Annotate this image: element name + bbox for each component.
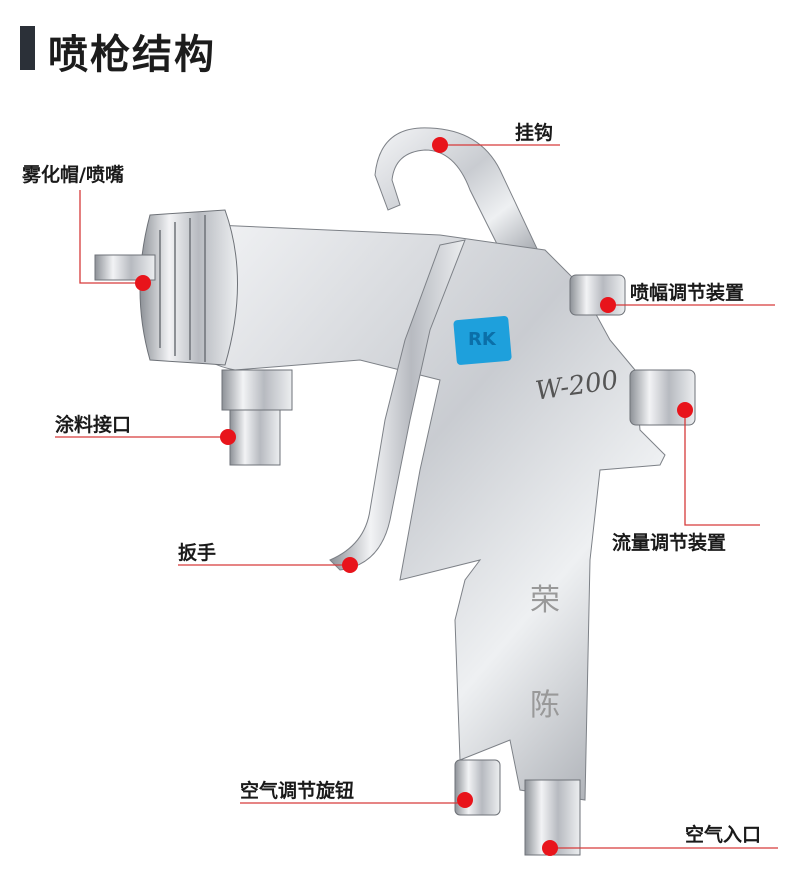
marker-dot-fan [600, 297, 616, 313]
marker-dot-hook [432, 137, 448, 153]
marker-dot-air-cap [135, 275, 151, 291]
brand-logo [453, 315, 512, 365]
marker-dot-air-knob [457, 792, 473, 808]
marker-dots [135, 137, 693, 856]
label-fan-adjuster: 喷幅调节装置 [630, 282, 745, 304]
marker-dot-paint-inlet [220, 429, 236, 445]
logo-text: RK [468, 329, 497, 350]
label-paint-inlet: 涂料接口 [55, 414, 132, 436]
air-cap-shape [139, 209, 238, 366]
label-air-cap-nozzle: 雾化帽/喷嘴 [22, 164, 124, 186]
label-air-adjust-knob: 空气调节旋钮 [240, 780, 355, 802]
brand-char-1: 荣 [530, 583, 560, 618]
label-hook: 挂钩 [515, 122, 554, 144]
brand-char-2: 陈 [530, 688, 560, 723]
label-air-inlet: 空气入口 [685, 824, 762, 846]
trigger-shape [329, 239, 466, 571]
leader-lines [55, 144, 778, 849]
page-title: 喷枪结构 [48, 32, 216, 78]
label-trigger: 扳手 [178, 542, 217, 564]
marker-dot-trigger [342, 557, 358, 573]
marker-dot-air-inlet [542, 840, 558, 856]
paint-inlet-fitting [221, 369, 293, 411]
label-fluid-adjuster: 流量调节装置 [612, 532, 727, 554]
title-accent-bar [20, 26, 35, 70]
marker-dot-fluid [677, 402, 693, 418]
fan-adjuster-knob [569, 274, 626, 316]
